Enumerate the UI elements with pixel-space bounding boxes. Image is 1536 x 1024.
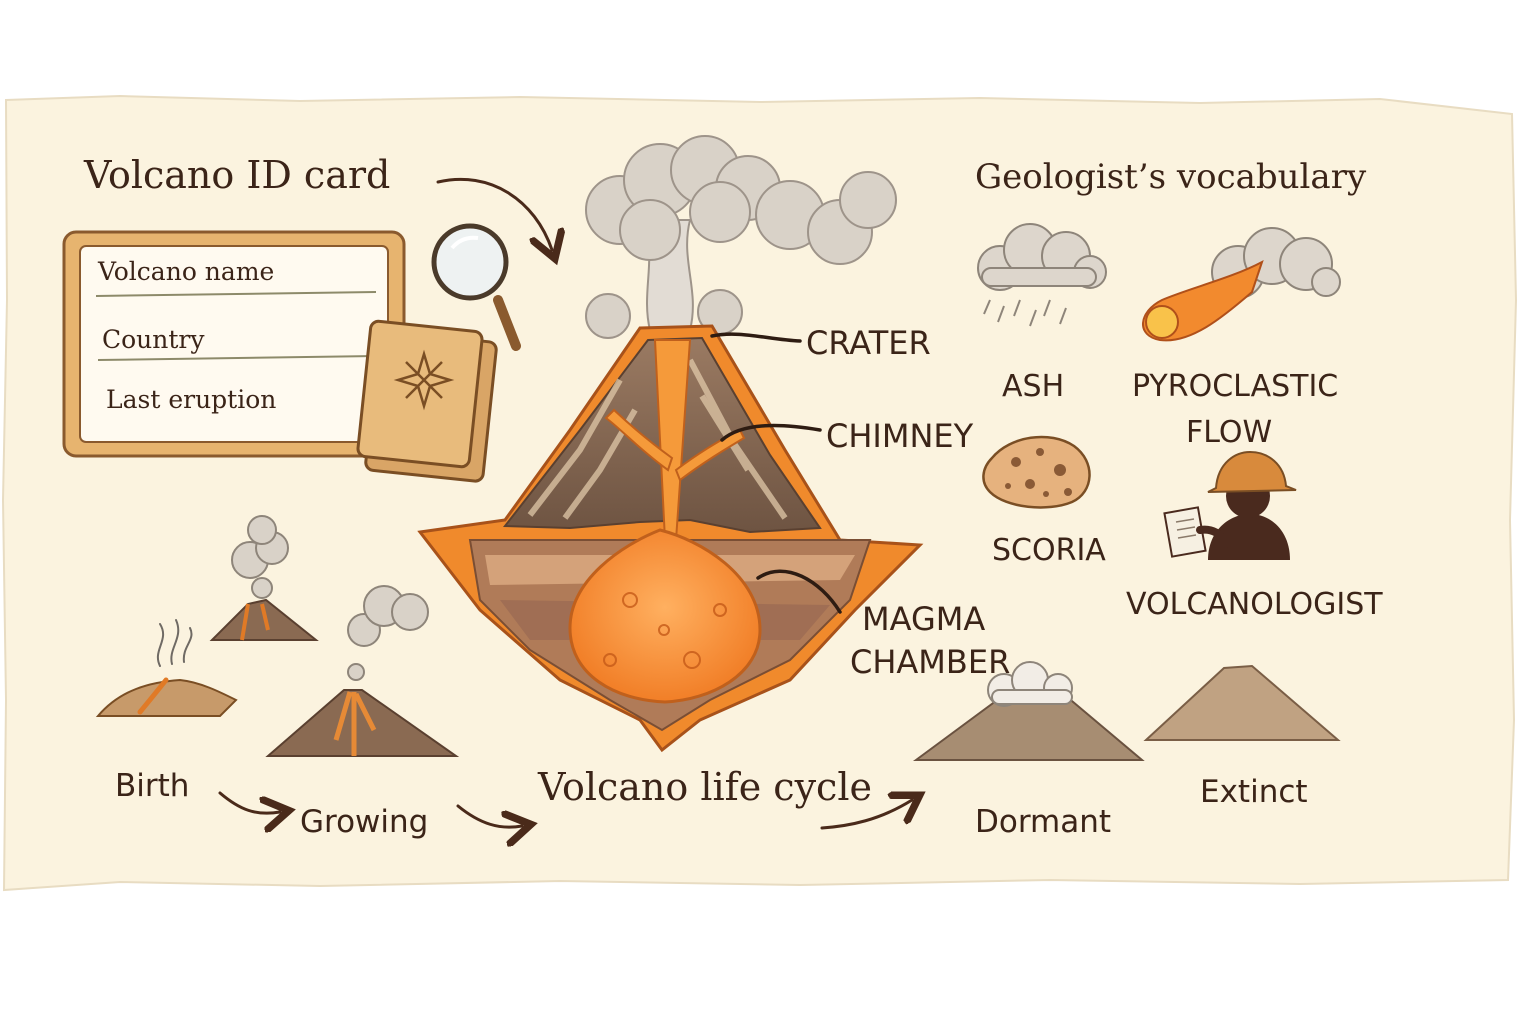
id-field-country: Country bbox=[102, 325, 205, 354]
stage-dormant-label: Dormant bbox=[975, 804, 1111, 840]
stage-birth-illustration bbox=[95, 619, 238, 717]
volcano-cross-section bbox=[417, 135, 924, 753]
vocab-pyroclastic-line1: PYROCLASTIC bbox=[1132, 369, 1338, 404]
pyroclastic-flow-icon bbox=[1142, 227, 1341, 342]
label-magma-line2: CHAMBER bbox=[850, 643, 1010, 681]
vocab-volcanologist: VOLCANOLOGIST bbox=[1126, 587, 1383, 622]
magnifying-glass-icon bbox=[431, 223, 521, 351]
ash-cloud-icon bbox=[977, 223, 1107, 327]
vocab-pyroclastic-line2: FLOW bbox=[1186, 415, 1272, 450]
label-chimney: CHIMNEY bbox=[826, 417, 974, 455]
id-card-title: Volcano ID card bbox=[83, 153, 390, 197]
cycle-arrow-3-icon bbox=[820, 800, 912, 830]
vocabulary-title: Geologist’s vocabulary bbox=[975, 157, 1367, 197]
stage-growing-illustration bbox=[265, 585, 460, 757]
vocab-scoria: SCORIA bbox=[992, 533, 1106, 568]
magma-chamber-shape bbox=[568, 528, 762, 704]
title-arrow-icon bbox=[436, 177, 552, 250]
stage-small-volcano-illustration bbox=[209, 515, 319, 641]
id-field-volcano-name: Volcano name bbox=[97, 257, 274, 286]
stage-birth-label: Birth bbox=[115, 768, 189, 804]
label-magma-line1: MAGMA bbox=[862, 600, 985, 638]
volcanologist-icon bbox=[1163, 450, 1297, 560]
eruption-smoke bbox=[585, 135, 897, 339]
id-card: Volcano name Country Last eruption bbox=[62, 230, 406, 458]
cycle-arrow-2-icon bbox=[456, 804, 522, 827]
stage-extinct-label: Extinct bbox=[1200, 774, 1308, 810]
life-cycle-title: Volcano life cycle bbox=[537, 765, 872, 809]
stage-extinct-illustration bbox=[1143, 664, 1341, 741]
id-field-last-eruption: Last eruption bbox=[106, 385, 276, 414]
stage-dormant-illustration bbox=[912, 661, 1145, 761]
cycle-arrow-1-icon bbox=[218, 791, 280, 813]
vocab-ash: ASH bbox=[1002, 369, 1064, 404]
label-crater: CRATER bbox=[806, 324, 931, 362]
notebook-icon bbox=[356, 319, 498, 483]
stage-growing-label: Growing bbox=[300, 804, 428, 840]
scoria-rock-icon bbox=[982, 435, 1091, 509]
